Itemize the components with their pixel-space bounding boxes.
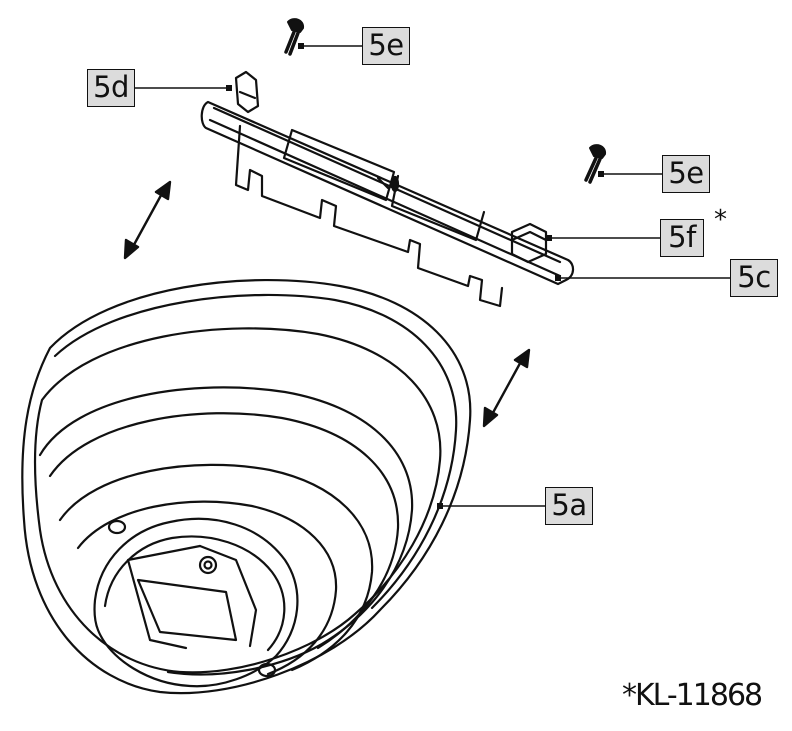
callout-5d: 5d bbox=[87, 69, 135, 107]
double-arrow-icon bbox=[482, 348, 531, 428]
double-arrow-icon bbox=[123, 180, 172, 260]
callout-5a: 5a bbox=[545, 487, 593, 525]
replacement-asterisk: * bbox=[714, 205, 727, 235]
screw-icon bbox=[284, 18, 305, 56]
callout-5e-top: 5e bbox=[362, 27, 410, 65]
screw-icon bbox=[584, 144, 607, 184]
leader-dots bbox=[226, 43, 604, 509]
callout-5e-right: 5e bbox=[662, 155, 710, 193]
bracket-clip-drawing bbox=[510, 222, 548, 264]
bracket-tab-drawing bbox=[234, 70, 260, 114]
callout-5f: 5f bbox=[660, 219, 704, 257]
callout-5c: 5c bbox=[730, 259, 778, 297]
part-number: *KL-11868 bbox=[622, 678, 763, 713]
canopy-drawing bbox=[21, 279, 472, 695]
mounting-bracket-drawing bbox=[200, 100, 575, 308]
leader-lines bbox=[134, 45, 731, 507]
